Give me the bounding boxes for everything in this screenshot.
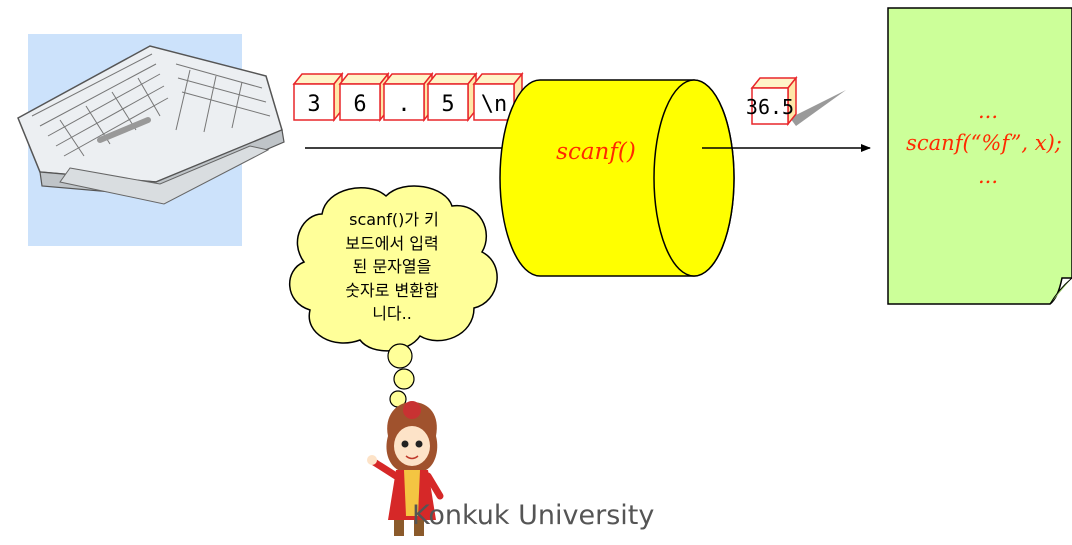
output-value: 36.5: [746, 95, 794, 119]
input-char-box: .: [382, 71, 434, 123]
girl-character-icon: [367, 401, 444, 536]
bubble-line: 숫자로 변환합: [345, 281, 439, 300]
program-paper: ... scanf(“%f”, x); ...: [887, 7, 1072, 305]
bubble-line: 보드에서 입력: [345, 234, 438, 253]
program-line: scanf(“%f”, x);: [906, 131, 1062, 155]
keyboard-icon: [17, 34, 285, 246]
output-stream-shadow: [790, 90, 846, 126]
program-line: ...: [978, 99, 998, 123]
scanf-label: scanf(): [556, 139, 636, 165]
thought-bubble: scanf()가 키 보드에서 입력 된 문자열을 숫자로 변환합 니다..: [288, 185, 498, 408]
input-char: .: [397, 92, 410, 117]
input-char-box: 3: [292, 71, 344, 123]
input-char: 5: [441, 92, 454, 117]
input-char-boxes: 3 6 . 5 \n: [292, 71, 524, 123]
input-char-box: 5: [426, 71, 478, 123]
input-char: 3: [307, 92, 320, 117]
scanf-cylinder: scanf(): [499, 79, 735, 277]
bubble-line: 니다..: [372, 304, 412, 323]
input-char: 6: [353, 92, 366, 117]
input-char: \n: [481, 92, 508, 117]
program-line: ...: [978, 164, 998, 188]
bubble-line: scanf()가 키: [349, 210, 439, 229]
bubble-line: 된 문자열을: [353, 257, 432, 276]
input-char-box: 6: [338, 71, 390, 123]
footer-university: Konkuk University: [412, 500, 655, 531]
output-value-box: 36.5: [746, 75, 798, 127]
